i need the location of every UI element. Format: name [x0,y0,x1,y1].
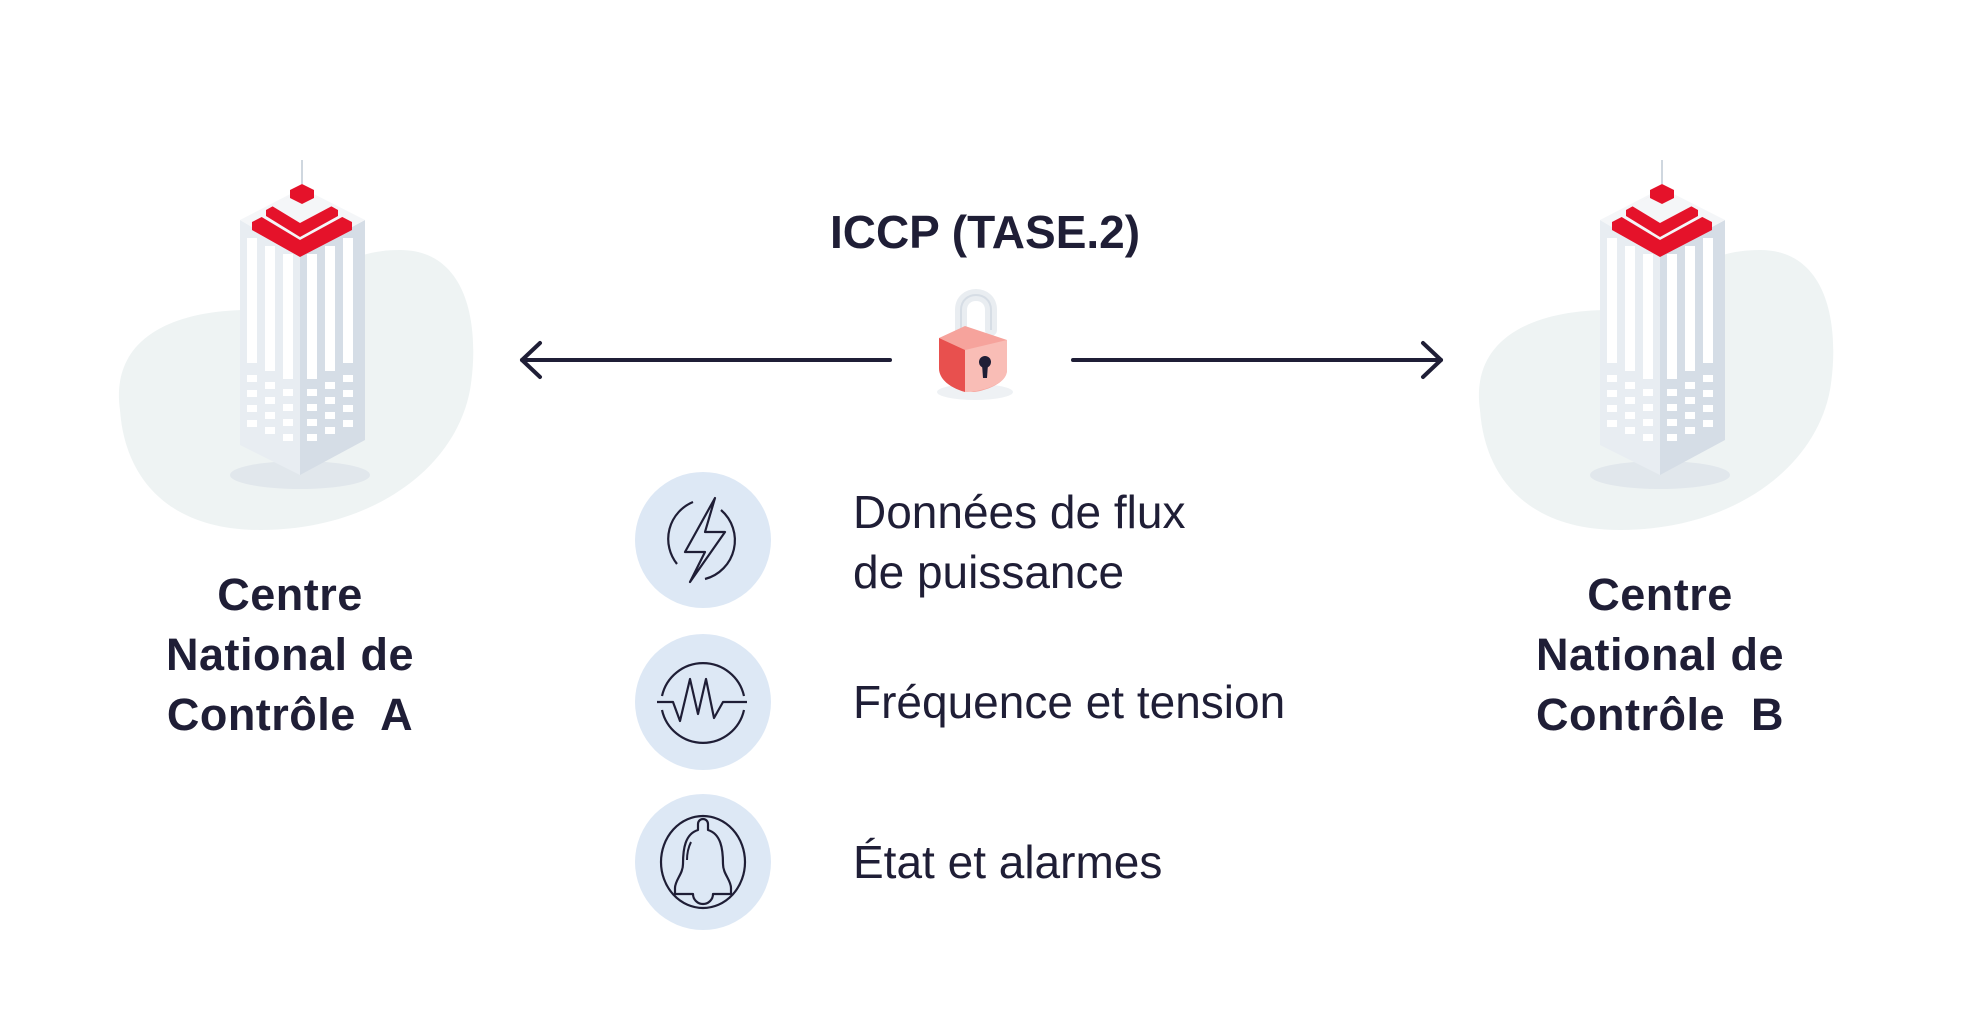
arrow-left [515,340,895,380]
control-center-b [1470,160,1850,540]
arrow-right [1068,340,1448,380]
control-center-a-label: Centre National de Contrôle A [90,565,490,745]
label-line: Centre [217,569,363,620]
label-line: National de [165,629,415,680]
bell-icon [659,814,747,910]
feature-power-flow-icon-bg [635,472,771,608]
feature-line: Fréquence et tension [853,676,1286,728]
label-line: National de [1535,629,1785,680]
feature-frequency-icon-bg [635,634,771,770]
lightning-icon [667,496,736,584]
control-center-b-label: Centre National de Contrôle B [1460,565,1860,745]
padlock [925,280,1025,405]
building-icon [118,160,474,530]
arrow-right-icon [1071,341,1443,379]
protocol-title: ICCP (TASE.2) [829,206,1141,258]
feature-alarms-icon-bg [635,794,771,930]
feature-power-flow-label: Données de flux de puissance [853,482,1185,602]
control-center-a [110,160,490,540]
feature-frequency-label: Fréquence et tension [853,672,1285,732]
label-line: Centre [1587,569,1733,620]
padlock-icon [937,289,1013,400]
feature-line: Données de flux [853,486,1186,538]
building-icon [1478,160,1834,530]
feature-alarms-label: État et alarmes [853,832,1162,892]
waveform-icon [657,662,747,744]
label-line: Contrôle B [1536,689,1784,740]
feature-line: État et alarmes [853,836,1163,888]
arrow-left-icon [520,341,892,379]
label-line: Contrôle A [166,689,414,740]
feature-line: de puissance [853,546,1125,598]
